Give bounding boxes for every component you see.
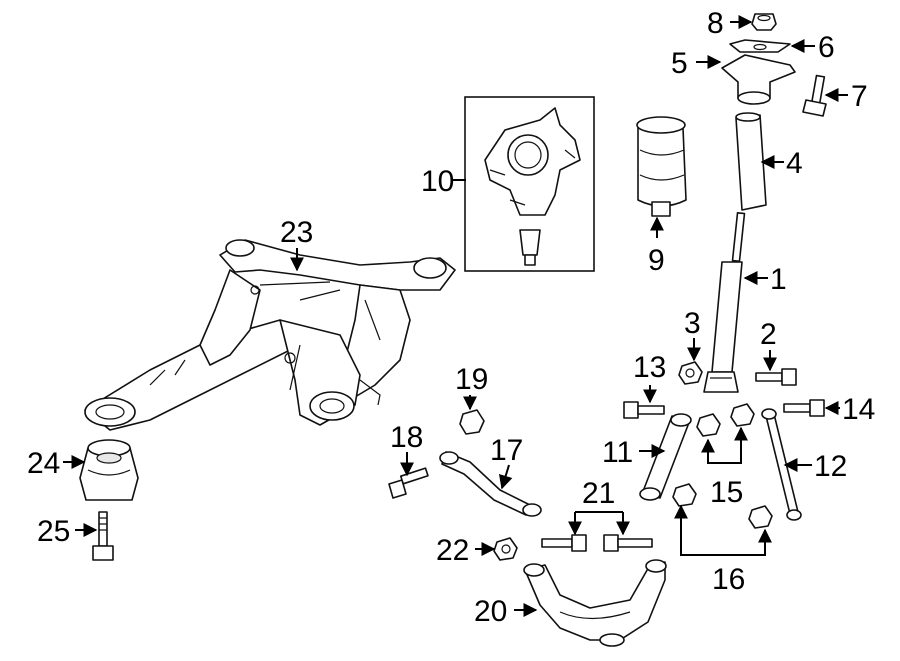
callout-19: 19 xyxy=(455,363,488,396)
callout-6: 6 xyxy=(818,31,835,64)
callout-10: 10 xyxy=(421,165,454,198)
callout-5: 5 xyxy=(671,47,688,80)
air-spring xyxy=(636,116,687,217)
callout-labels: 1 2 3 4 5 6 7 8 9 10 11 12 13 14 15 16 1… xyxy=(27,7,875,628)
callout-17: 17 xyxy=(490,434,523,467)
callout-22: 22 xyxy=(436,534,469,567)
bolt-14 xyxy=(783,399,825,417)
callout-24: 24 xyxy=(27,447,60,480)
nuts-16 xyxy=(672,483,773,529)
lower-control-arm xyxy=(523,559,667,647)
callout-9: 9 xyxy=(648,244,665,277)
link-arm-11 xyxy=(639,413,692,501)
crossmember-subframe xyxy=(84,239,456,431)
callout-1: 1 xyxy=(770,263,787,296)
bolt-2 xyxy=(755,368,797,386)
nut-19 xyxy=(459,409,485,435)
mount-plate xyxy=(729,39,791,53)
bolt-13 xyxy=(623,401,665,419)
nut-3 xyxy=(678,361,703,385)
callout-15: 15 xyxy=(710,476,743,509)
callout-3: 3 xyxy=(684,307,701,340)
callout-12: 12 xyxy=(814,450,847,483)
toe-link-12 xyxy=(761,408,802,521)
bushing xyxy=(79,439,139,501)
dust-boot xyxy=(735,112,767,211)
callout-11: 11 xyxy=(602,436,633,469)
callout-8: 8 xyxy=(707,7,724,40)
callout-14: 14 xyxy=(842,393,875,426)
shock-absorber xyxy=(703,212,746,393)
top-mount xyxy=(721,54,796,105)
callout-18: 18 xyxy=(390,421,423,454)
bolt-18 xyxy=(388,467,429,499)
callout-20: 20 xyxy=(474,595,507,628)
callout-13: 13 xyxy=(633,351,666,384)
callout-23: 23 xyxy=(280,216,313,249)
callout-25: 25 xyxy=(37,515,70,548)
bolt-7 xyxy=(802,74,827,117)
bolts-21 xyxy=(541,534,653,552)
leader-lines xyxy=(63,15,848,617)
callout-2: 2 xyxy=(760,318,777,351)
top-nut xyxy=(751,13,777,31)
bolt-25 xyxy=(92,511,114,561)
callout-7: 7 xyxy=(851,80,868,113)
upper-link-17 xyxy=(439,451,542,517)
callout-21: 21 xyxy=(582,477,615,510)
knuckle-inset xyxy=(464,96,595,272)
nuts-15 xyxy=(696,403,755,437)
callout-4: 4 xyxy=(786,147,803,180)
nut-22 xyxy=(493,537,518,561)
callout-16: 16 xyxy=(712,563,745,596)
